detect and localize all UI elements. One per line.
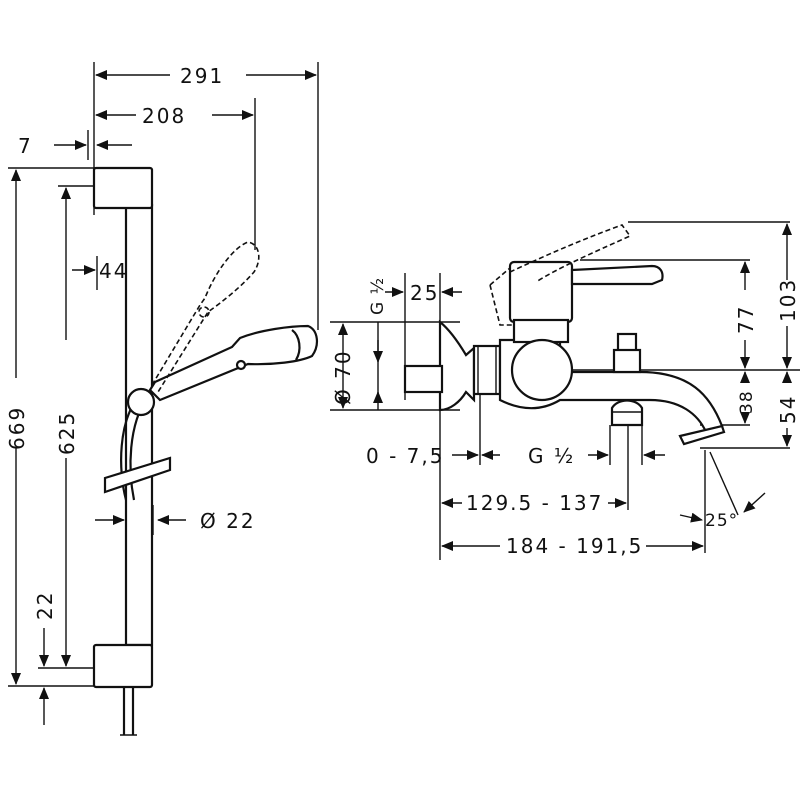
dim-208: 208 [142, 104, 186, 128]
top-wall-bracket [92, 166, 154, 210]
dim-129-5-137: 129.5 - 137 [466, 491, 603, 515]
dim-diameter-70: Ø 70 [331, 349, 355, 405]
dim-184-191-5: 184 - 191,5 [506, 534, 643, 558]
dim-38: 38 [737, 390, 757, 414]
slider-knob [126, 387, 156, 417]
dim-25-degrees: 25° [705, 511, 738, 531]
shower-rail-view [8, 62, 319, 736]
dim-77: 77 [734, 305, 758, 334]
dim-22-vertical: 22 [33, 591, 57, 620]
dim-103: 103 [776, 278, 800, 322]
dim-669: 669 [5, 406, 29, 450]
dim-44: 44 [99, 259, 128, 283]
mixer-lever-body [508, 260, 574, 324]
dim-25: 25 [410, 281, 439, 305]
dim-291: 291 [180, 64, 224, 88]
bottom-wall-bracket [92, 643, 154, 689]
dim-54: 54 [776, 395, 800, 424]
bath-mixer-view [330, 221, 800, 560]
dim-g-half-top: G ½ [368, 277, 388, 315]
wall-escutcheon [438, 319, 476, 412]
hand-shower-tilted [151, 241, 260, 393]
dimension-labels: 291 208 7 44 669 625 22 Ø 22 G ½ 25 Ø 70… [5, 64, 800, 620]
mixer-lever-raised [509, 224, 632, 283]
rail-bar [124, 203, 154, 647]
dim-g-half-bottom: G ½ [528, 444, 575, 468]
valve-cap [510, 338, 574, 402]
dim-0-7-5: 0 - 7,5 [366, 444, 444, 468]
dim-625: 625 [55, 411, 79, 455]
hand-shower [148, 324, 318, 402]
dim-7: 7 [18, 134, 33, 158]
mixer-lever [570, 264, 664, 286]
dim-diameter-22: Ø 22 [200, 509, 256, 533]
